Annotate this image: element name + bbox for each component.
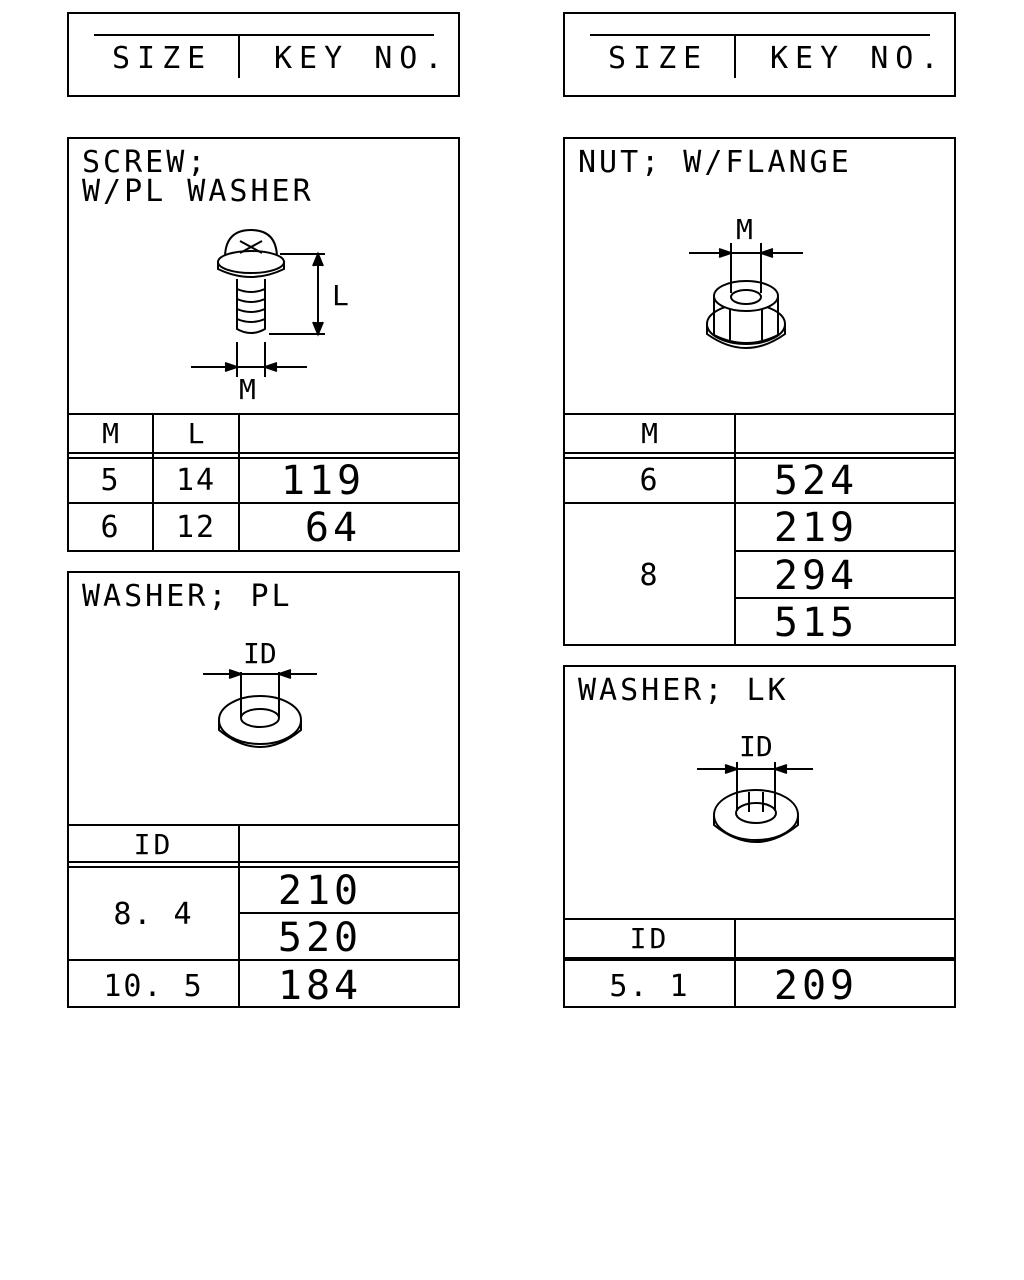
nut-row2-key1: 219 xyxy=(773,505,859,551)
lock-washer-icon: ID xyxy=(697,730,813,843)
nut-row2-m: 8 xyxy=(639,558,660,593)
nut-row2-key2: 294 xyxy=(773,553,859,599)
screw-row2-m: 6 xyxy=(100,510,121,545)
washer-pl-col-id: ID xyxy=(133,828,174,861)
screw-row1-m: 5 xyxy=(100,463,121,498)
nut-dim-m: M xyxy=(736,213,753,246)
washer-pl-row2-id: 10. 5 xyxy=(103,969,204,1004)
nut-row1-key: 524 xyxy=(773,458,859,504)
washer-pl-row2-key: 184 xyxy=(277,963,363,1009)
header-right-divider xyxy=(734,34,736,78)
header-left-top-rule xyxy=(94,34,434,36)
screw-icon: L M xyxy=(191,228,349,406)
screw-row1-key: 119 xyxy=(280,458,366,504)
washer-lk-dim-id: ID xyxy=(739,730,773,763)
header-right-top-rule xyxy=(590,34,930,36)
screw-title-line1: SCREW; xyxy=(82,145,209,180)
screw-title-line2: W/PL WASHER xyxy=(82,174,314,209)
washer-pl-row1-key2: 520 xyxy=(277,915,363,961)
flange-nut-icon: M xyxy=(689,213,803,349)
washer-pl-row1-key1: 210 xyxy=(277,868,363,914)
washer-lk-title: WASHER; LK xyxy=(578,673,789,708)
nut-col-m: M xyxy=(641,417,658,450)
nut-row2-key3: 515 xyxy=(773,600,859,646)
washer-pl-dim-id: ID xyxy=(243,637,277,670)
header-right-size-label: SIZE xyxy=(608,41,709,76)
washer-lk-row1-id: 5. 1 xyxy=(609,969,690,1004)
header-left xyxy=(67,12,460,97)
screw-row2-l: 12 xyxy=(175,510,217,545)
header-right xyxy=(563,12,956,97)
plain-washer-icon: ID xyxy=(203,637,317,748)
nut-row1-m: 6 xyxy=(639,463,660,498)
washer-pl-row1-id: 8. 4 xyxy=(113,897,194,932)
nut-title: NUT; W/FLANGE xyxy=(578,145,852,180)
header-left-size-label: SIZE xyxy=(112,41,213,76)
nut-panel xyxy=(563,137,956,646)
screw-col-m: M xyxy=(102,417,119,450)
screw-col-l: L xyxy=(187,417,205,450)
washer-pl-title: WASHER; PL xyxy=(82,579,293,614)
screw-panel xyxy=(67,137,460,552)
screw-row1-l: 14 xyxy=(175,463,217,498)
screw-dim-l: L xyxy=(332,279,349,312)
screw-dim-m: M xyxy=(239,373,256,406)
header-left-key-label: KEY NO. xyxy=(274,41,450,76)
header-right-key-label: KEY NO. xyxy=(770,41,946,76)
washer-lk-row1-key: 209 xyxy=(773,963,859,1009)
header-left-divider xyxy=(238,34,240,78)
screw-row2-key: 64 xyxy=(304,505,362,551)
washer-pl-panel xyxy=(67,571,460,1008)
washer-lk-col-id: ID xyxy=(629,922,670,955)
